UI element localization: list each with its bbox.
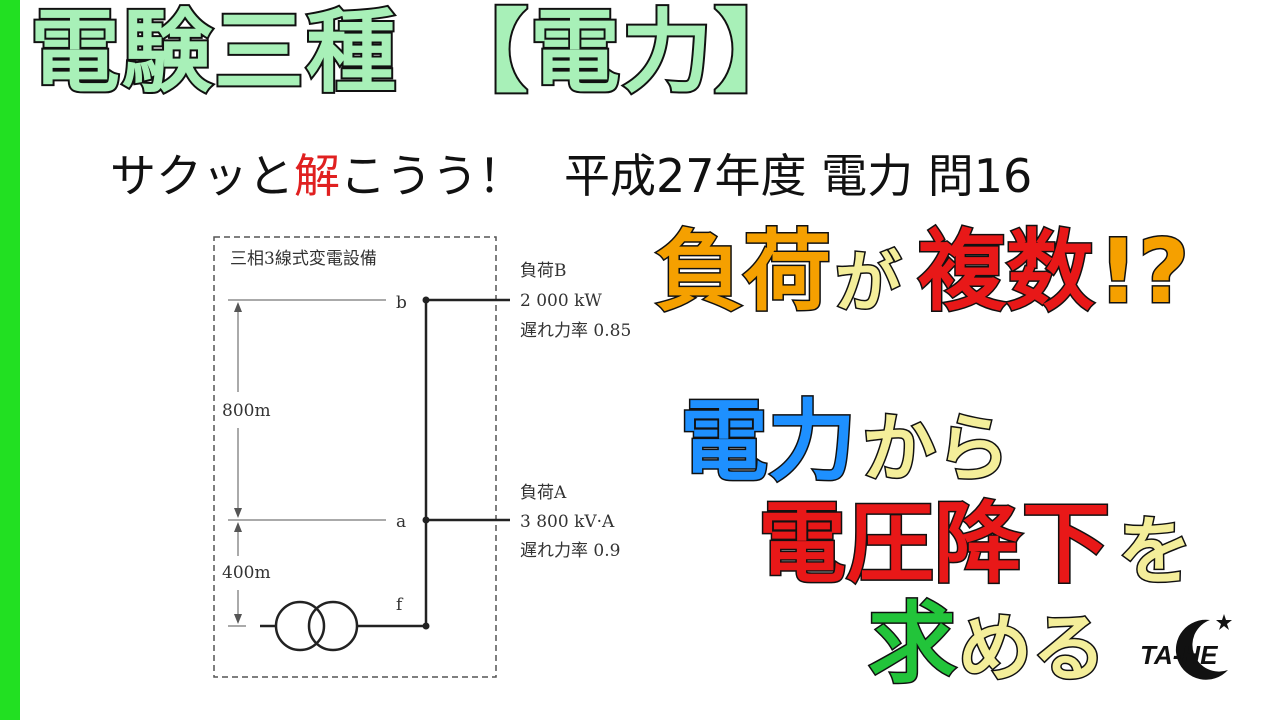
headline-kara: から [861,406,1012,492]
headline-ga: が [834,244,903,321]
substation-box [213,236,497,678]
headline-multiple: 複数 [916,220,1095,323]
logo-text: TA-HE [1140,640,1218,670]
subtitle-a: サクッと [110,149,294,203]
headline-load: 負荷 [653,220,832,323]
junction-a [422,516,430,524]
accent-bar [0,0,20,720]
dist-lower: 400m [222,563,271,583]
headline-power: 電力 [678,390,857,493]
headline-exclaim: !? [1096,220,1190,323]
subtitle: サクッと解こうう！ 平成27年度 電力 問16 [110,140,1032,206]
box-label: 三相3線式変電設備 [230,249,377,269]
title-subject: 【電力】 [436,0,806,105]
moon-icon [1175,619,1228,680]
headline-wo: を [1117,509,1194,595]
transformer-icon [274,600,326,652]
page-title: 電験三種【電力】 [28,6,806,100]
load-b-name: 負荷B [520,261,567,281]
node-b: b [396,293,407,313]
arrow-up-icon [234,302,242,312]
junction-b [422,296,430,304]
subtitle-exam: 平成27年度 電力 問16 [564,149,1033,203]
load-a-pf: 遅れ力率 0.9 [520,541,620,561]
arrow-up-icon [234,522,242,532]
node-f: f [396,595,404,615]
arrow-down-icon [234,614,242,624]
channel-logo: TA-HE [1140,614,1232,680]
subtitle-c: こうう！ [340,149,524,203]
subtitle-highlight: 解 [294,149,340,203]
load-a-name: 負荷A [520,483,567,503]
headline-voltage-drop: 電圧降下 [756,492,1111,595]
headline-seek: 求 [866,592,957,695]
headline-meru: める [957,606,1108,692]
node-a: a [396,512,406,532]
load-b-pf: 遅れ力率 0.85 [520,321,631,341]
star-icon [1216,614,1232,630]
load-b-power: 2 000 kW [520,291,602,311]
arrow-down-icon [234,508,242,518]
load-a-power: 3 800 kV·A [520,512,615,532]
transformer-icon [307,600,359,652]
dist-upper: 800m [222,401,271,421]
title-main: 電験三種 [28,0,398,105]
